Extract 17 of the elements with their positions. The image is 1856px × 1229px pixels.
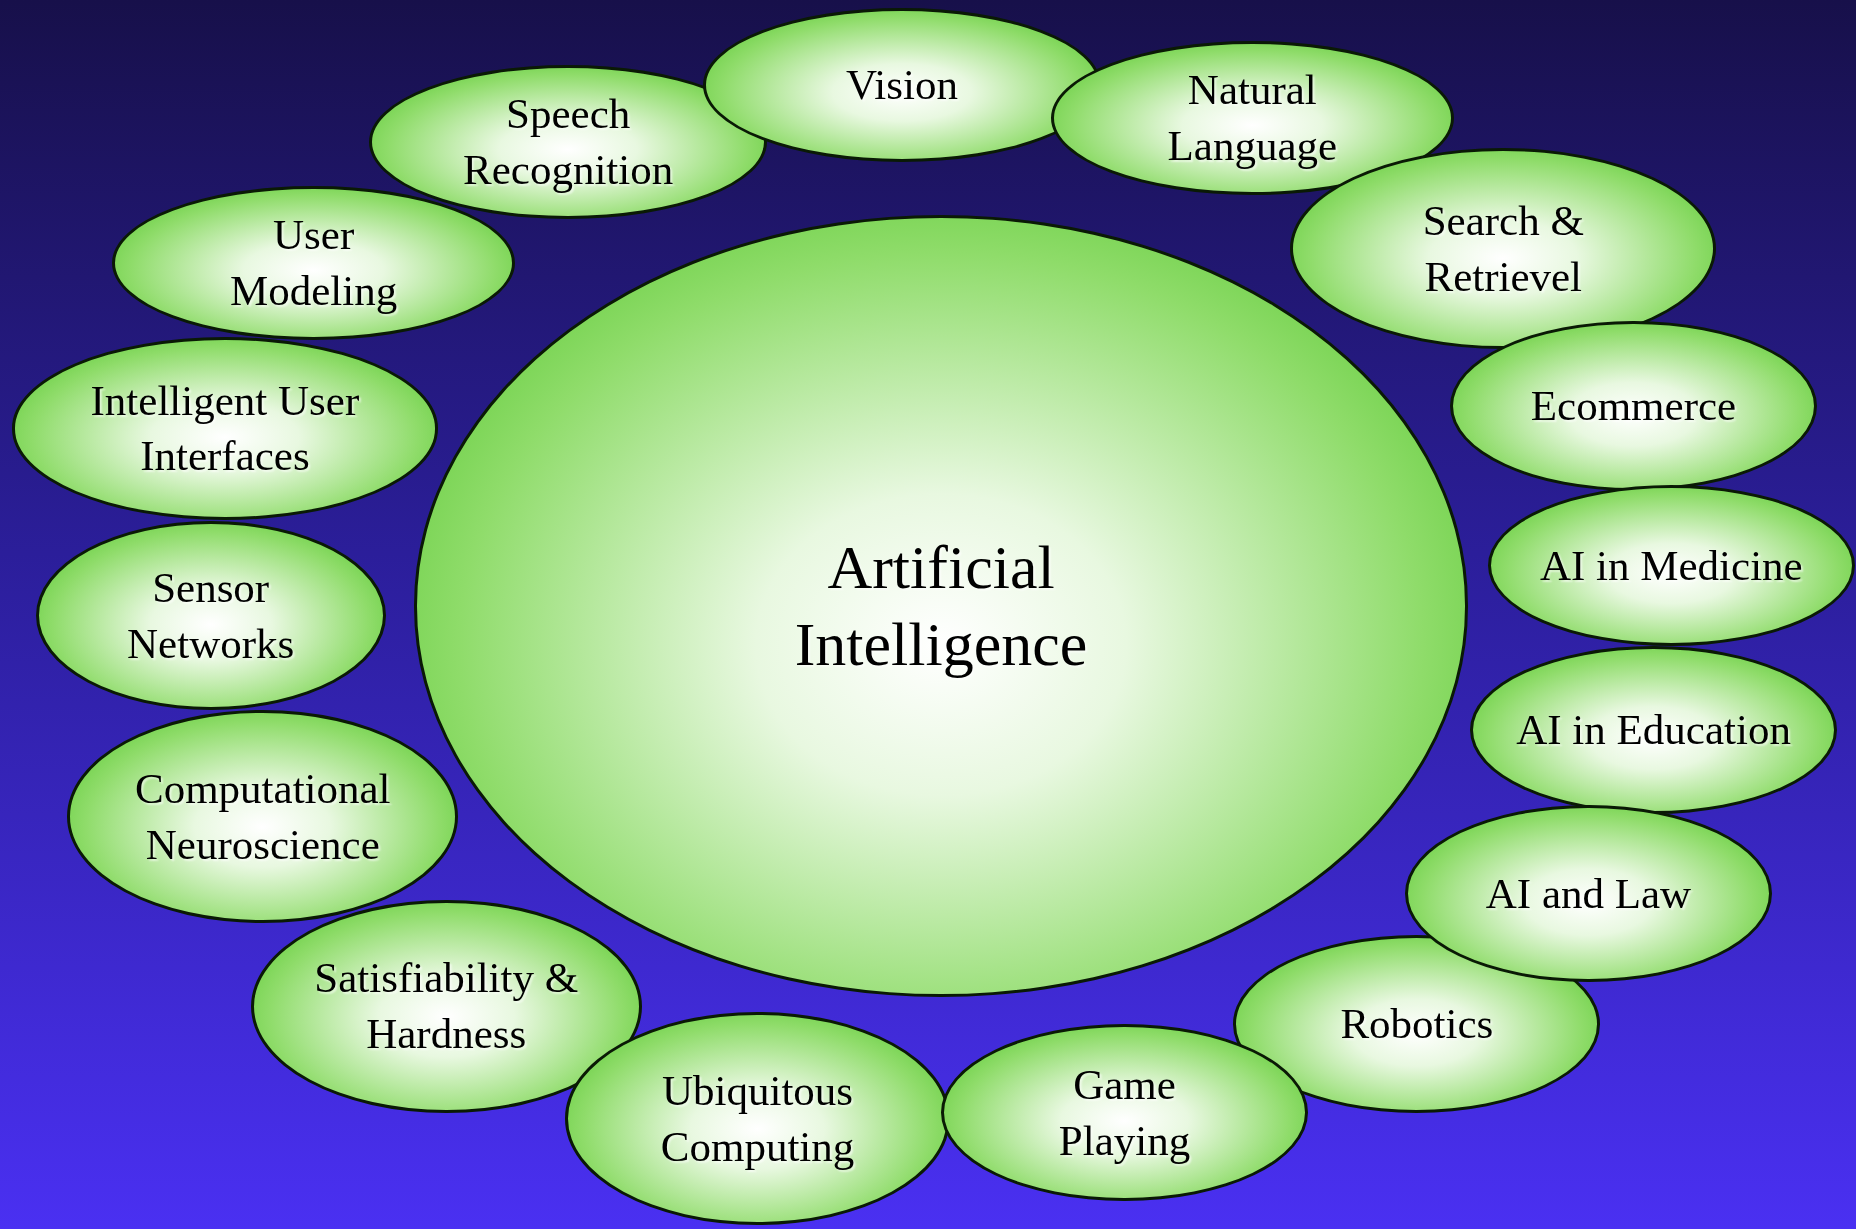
- topic-label: Speech Recognition: [462, 89, 675, 196]
- topic-label: Search & Retrievel: [1421, 195, 1585, 302]
- topic-label: Robotics: [1339, 998, 1495, 1049]
- topic-label: AI and Law: [1484, 868, 1693, 919]
- topic-label: Sensor Networks: [126, 562, 296, 669]
- topic-label: Artificial Intelligence: [793, 531, 1089, 681]
- topic-label: Satisfiability & Hardness: [313, 953, 580, 1060]
- topic-label: Game Playing: [1057, 1059, 1192, 1166]
- topic-label: AI in Medicine: [1539, 540, 1804, 591]
- topic-label: Ecommerce: [1529, 381, 1738, 432]
- topic-label: Ubiquitous Computing: [659, 1065, 856, 1172]
- topic-label: AI in Education: [1515, 705, 1792, 756]
- topic-label: User Modeling: [229, 209, 399, 316]
- topic-label: Computational Neuroscience: [133, 763, 392, 870]
- topic-label: Natural Language: [1166, 65, 1339, 172]
- topic-label: Intelligent User Interfaces: [89, 375, 361, 482]
- topic-label: Vision: [844, 60, 959, 111]
